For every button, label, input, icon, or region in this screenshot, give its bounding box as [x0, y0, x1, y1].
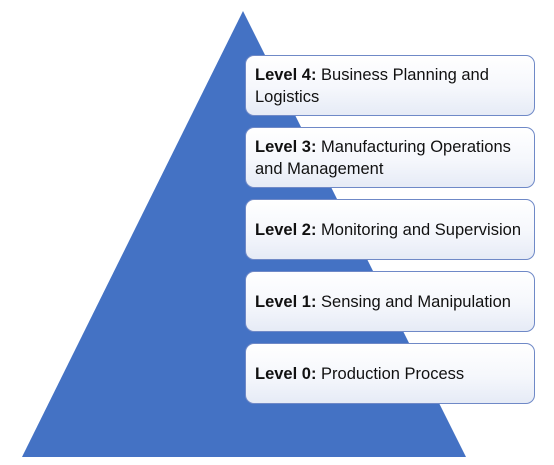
level-2-text: Level 2: Monitoring and Supervision	[255, 219, 521, 241]
level-0-text: Level 0: Production Process	[255, 363, 464, 385]
level-1-description: Sensing and Manipulation	[321, 292, 511, 311]
level-4-name: Level 4:	[255, 65, 317, 84]
level-2-description: Monitoring and Supervision	[321, 220, 521, 239]
level-0-name: Level 0:	[255, 364, 317, 383]
level-3-text: Level 3: Manufacturing Operations and Ma…	[255, 136, 526, 180]
level-0-description: Production Process	[321, 364, 465, 383]
level-1-box: Level 1: Sensing and Manipulation	[245, 271, 535, 332]
level-2-box: Level 2: Monitoring and Supervision	[245, 199, 535, 260]
level-0-box: Level 0: Production Process	[245, 343, 535, 404]
level-3-box: Level 3: Manufacturing Operations and Ma…	[245, 127, 535, 188]
level-4-text: Level 4: Business Planning and Logistics	[255, 64, 526, 108]
level-4-box: Level 4: Business Planning and Logistics	[245, 55, 535, 116]
level-4-description: Business Planning and Logistics	[255, 65, 489, 106]
level-2-name: Level 2:	[255, 220, 317, 239]
level-1-text: Level 1: Sensing and Manipulation	[255, 291, 511, 313]
level-3-description: Manufacturing Operations and Management	[255, 137, 511, 178]
level-1-name: Level 1:	[255, 292, 317, 311]
level-3-name: Level 3:	[255, 137, 317, 156]
